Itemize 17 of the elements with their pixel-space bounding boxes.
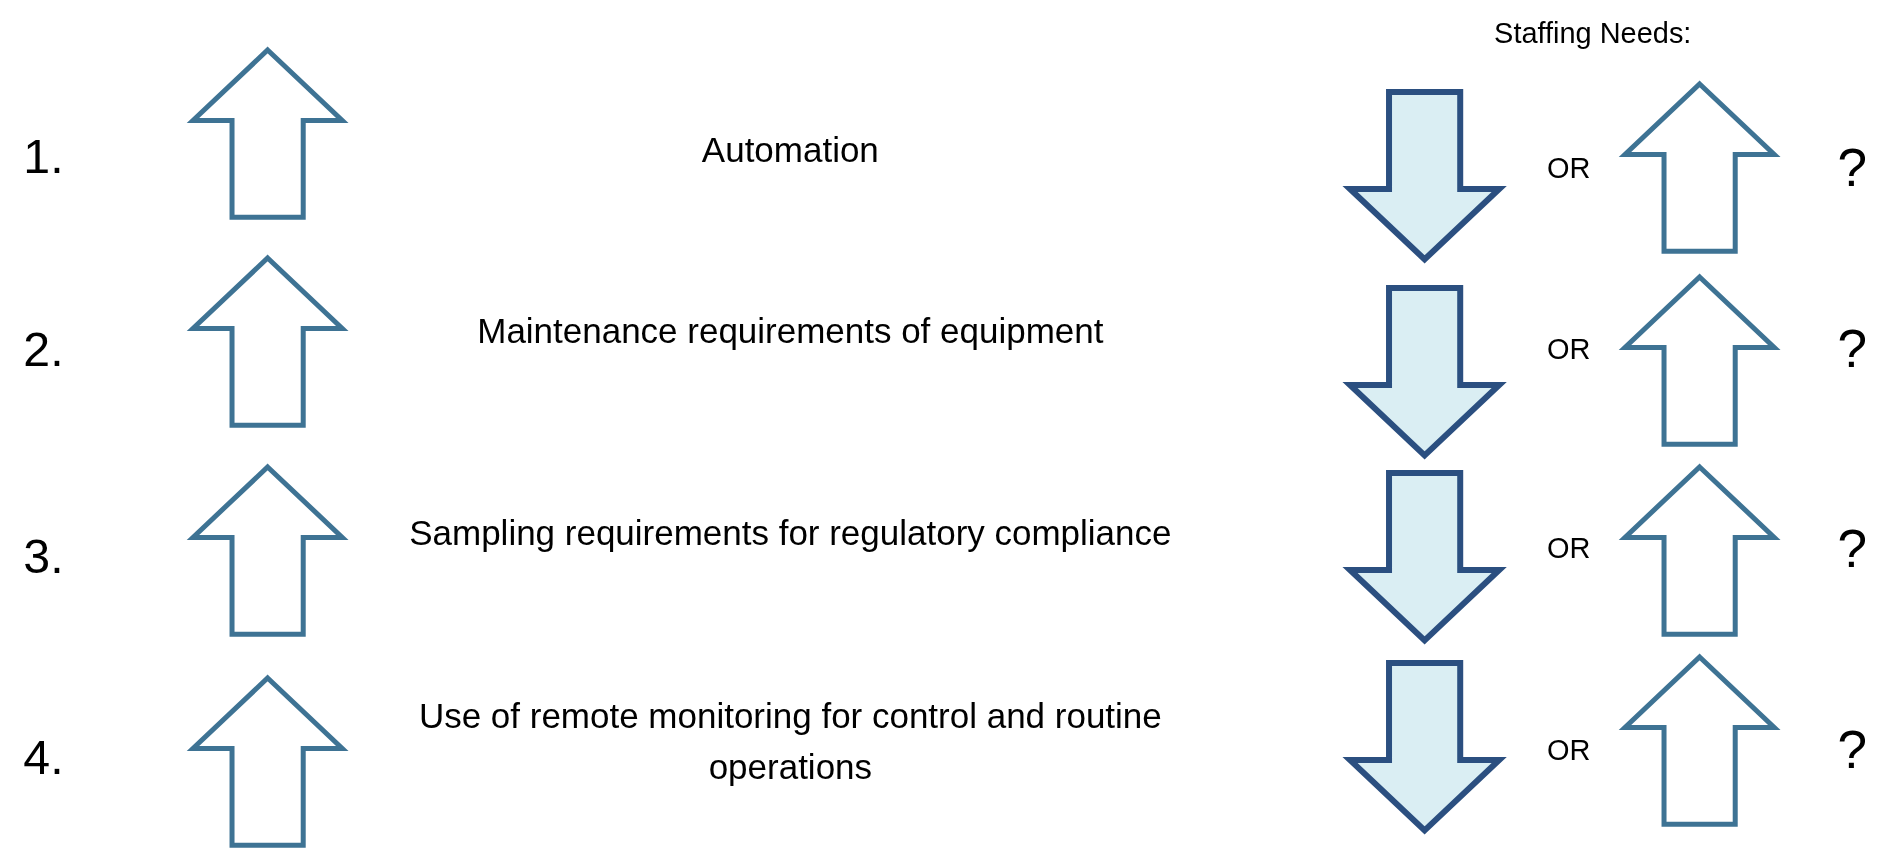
or-text: OR	[1546, 331, 1591, 367]
factor-text: Automation	[700, 129, 880, 172]
column-heading: Staffing Needs:	[1494, 15, 1692, 51]
or-text: OR	[1546, 150, 1591, 186]
question-mark: ?	[1837, 517, 1867, 580]
row-number: 4.	[23, 728, 64, 786]
factor-text: Sampling requirements for regulatory compliance	[408, 511, 1173, 554]
row-number: 3.	[23, 528, 64, 586]
row-number: 2.	[23, 320, 64, 378]
question-mark: ?	[1837, 137, 1867, 200]
question-mark: ?	[1837, 318, 1867, 381]
factor-text: Use of remote monitoring for control and routine operations	[417, 695, 1163, 789]
row-number: 1.	[23, 127, 64, 185]
factor-text: Maintenance requirements of equipment	[476, 310, 1105, 353]
or-text: OR	[1546, 732, 1591, 768]
or-text: OR	[1546, 531, 1591, 567]
question-mark: ?	[1837, 719, 1867, 782]
